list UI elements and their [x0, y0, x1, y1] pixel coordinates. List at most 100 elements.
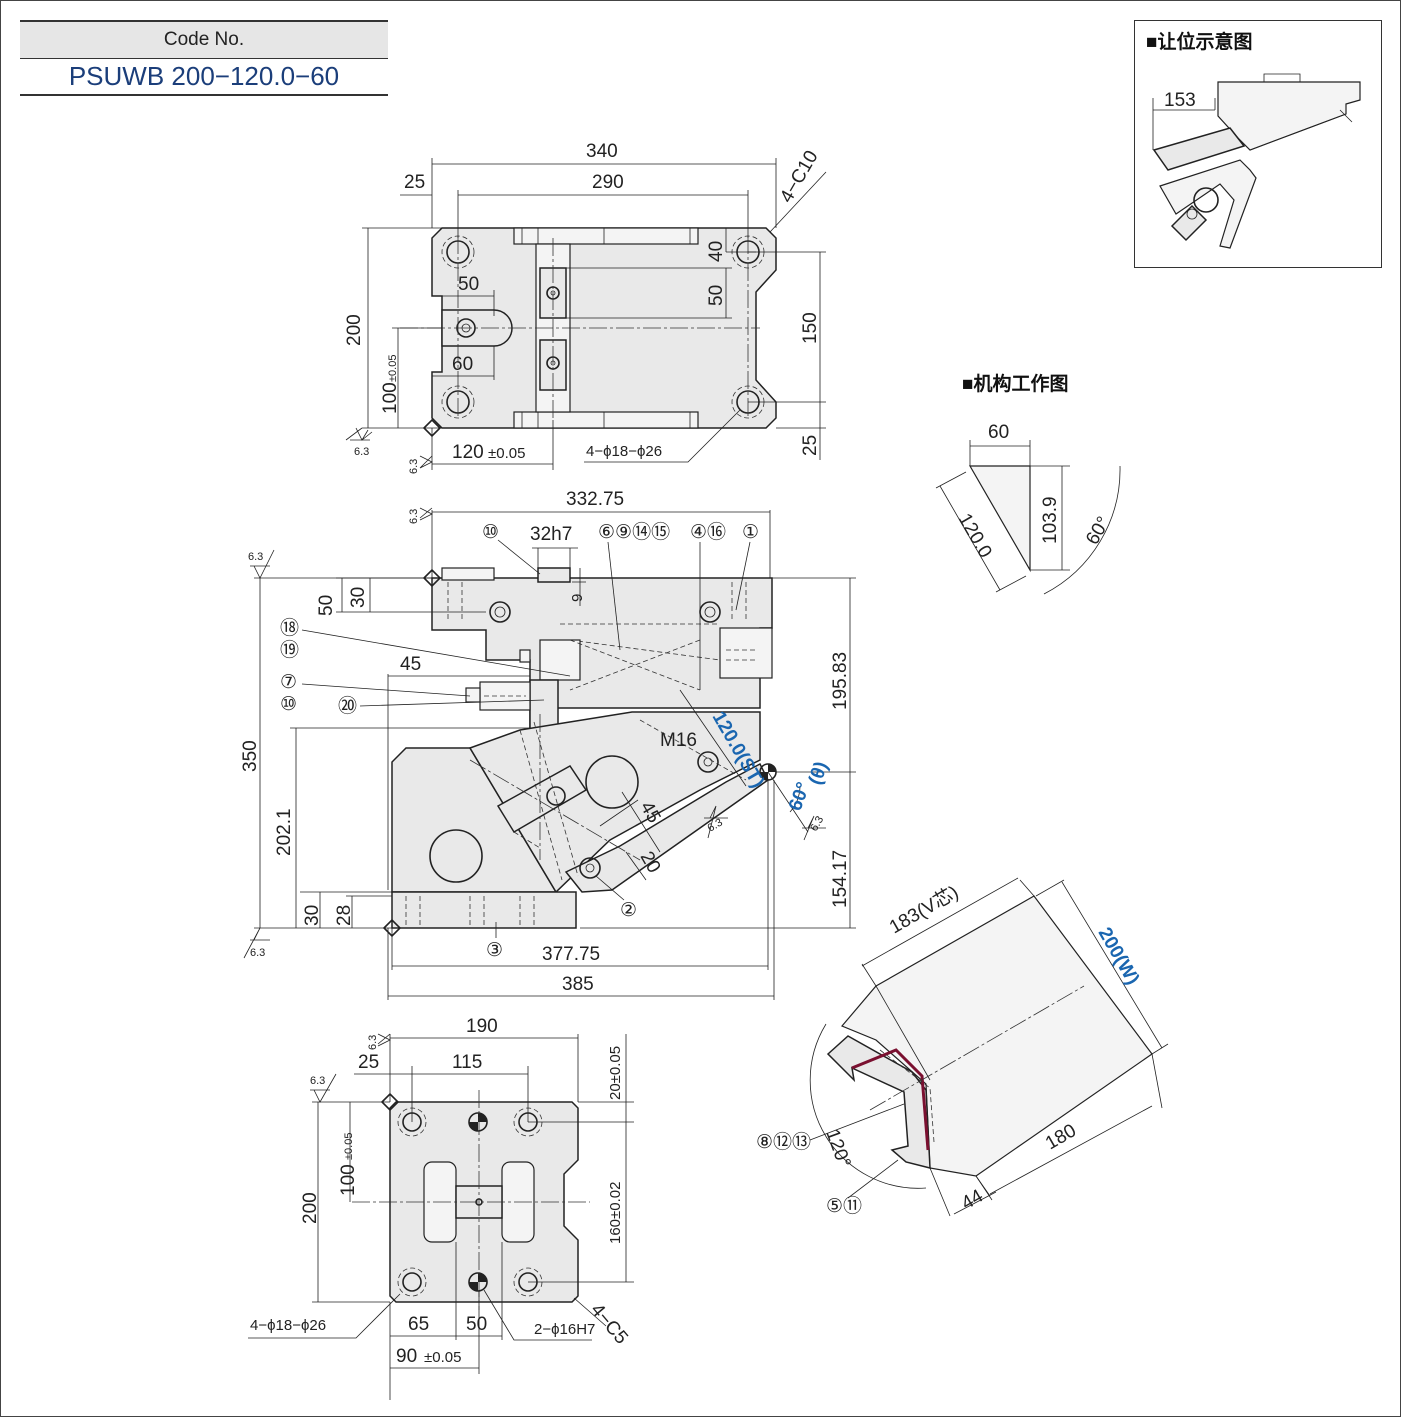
front-cylinder-head — [539, 639, 581, 681]
top-view-rail-bottom — [513, 411, 699, 429]
inset-bore — [1193, 187, 1219, 213]
top-dim-50-vertical: 50 — [706, 285, 727, 306]
front-dim-angle: 60° — [785, 780, 815, 814]
top-view-rail-top — [513, 227, 699, 245]
clearance-inset-drawing: ■让位示意图 153 — [1146, 30, 1361, 249]
inset-block — [1170, 204, 1208, 242]
front-dim-50: 50 — [316, 595, 337, 616]
front-callout-10: ⑩ — [280, 694, 297, 715]
front-rough-a: 6.3 — [408, 509, 420, 524]
front-dim-theta: (θ) — [805, 759, 833, 788]
code-number-header: Code No. — [20, 20, 388, 59]
inset-title: ■让位示意图 — [1146, 30, 1252, 53]
bottom-dim-holes: 4−ϕ18−ϕ26 — [250, 1317, 326, 1334]
top-dim-290: 290 — [592, 172, 624, 193]
bottom-view-pins — [468, 1112, 488, 1292]
iso-callout-8-12-13: ⑧⑫⑬ — [756, 1131, 811, 1153]
front-callout-17: ⑩ — [482, 522, 499, 543]
top-dim-holes: 4−ϕ18−ϕ26 — [586, 443, 662, 460]
front-slide-block — [496, 765, 588, 834]
mechanism-diagram: ■机构工作图 60 120.0 103.9 60° — [935, 372, 1121, 595]
mechanism-dim-103.9: 103.9 — [1040, 496, 1061, 544]
bottom-rough-b: 6.3 — [310, 1075, 325, 1087]
bottom-view: 190 25 115 20±0.05 160±0.02 200 100 ±0.0… — [248, 1016, 634, 1400]
front-callout-20: ⑳ — [338, 695, 357, 717]
inset-lower-body — [1159, 159, 1257, 249]
bottom-dim-200: 200 — [300, 1192, 321, 1224]
mechanism-dim-120: 120.0 — [954, 510, 996, 562]
iso-dim-200w: 200(W) — [1094, 924, 1143, 988]
front-right-block — [719, 627, 773, 679]
front-callout-7: ⑦ — [280, 672, 297, 693]
bottom-dim-90-tol: ±0.05 — [424, 1349, 461, 1366]
iso-dim-120-angle: 120° — [821, 1127, 854, 1171]
front-dim-332.75: 332.75 — [566, 489, 624, 510]
front-dim-28: 28 — [334, 905, 355, 926]
front-dim-154.17: 154.17 — [830, 850, 851, 908]
front-dim-202.1: 202.1 — [274, 808, 295, 856]
front-dim-350: 350 — [240, 740, 261, 772]
top-dim-100-tol: ±0.05 — [387, 355, 399, 382]
top-dim-340: 340 — [586, 141, 618, 162]
top-rough-a: 6.3 — [354, 446, 369, 458]
front-callout-1: ① — [742, 522, 759, 543]
top-dim-120: 120 — [452, 442, 484, 463]
iso-dim-183: 183(V芯) — [886, 881, 963, 938]
top-dim-200: 200 — [344, 314, 365, 346]
mechanism-triangle — [968, 465, 1031, 573]
bottom-dim-115: 115 — [452, 1052, 482, 1073]
bottom-dim-100: 100 — [338, 1164, 359, 1196]
bottom-dim-100-tol: ±0.05 — [343, 1133, 355, 1160]
front-callout-18: ⑱ — [280, 617, 299, 639]
code-number-value: PSUWB 200−120.0−60 — [20, 58, 388, 96]
top-dim-120-tol: ±0.05 — [488, 445, 525, 462]
mechanism-angle: 60° — [1082, 513, 1115, 548]
front-dim-377.75: 377.75 — [542, 944, 600, 965]
top-dim-60: 60 — [452, 354, 473, 375]
front-rough-b: 6.3 — [248, 551, 263, 563]
top-dim-40: 40 — [706, 241, 727, 262]
front-key — [537, 567, 571, 583]
front-callout-2: ② — [620, 900, 637, 921]
bottom-dim-90: 90 — [396, 1346, 417, 1367]
front-dim-30: 30 — [348, 587, 369, 608]
top-view: 340 290 25 4−C10 200 40 50 150 50 60 100… — [344, 141, 827, 474]
front-callout-19: ⑲ — [280, 639, 299, 661]
bottom-rough-a: 6.3 — [367, 1035, 379, 1050]
front-view: 332.75 32h7 9 50 30 45 350 202.1 30 28 1… — [240, 489, 856, 1000]
bottom-dim-20: 20±0.05 — [607, 1046, 624, 1100]
front-callout-6-9-14-15: ⑥⑨⑭⑮ — [598, 521, 670, 543]
iso-v-contact-line — [851, 1048, 930, 1151]
code-number-box: Code No. PSUWB 200−120.0−60 — [20, 20, 388, 96]
front-dim-195.83: 195.83 — [830, 652, 851, 710]
top-dim-100: 100 — [380, 382, 401, 414]
iso-view: 183(V芯) 200(W) 120° 180 44 ⑧⑫⑬ ⑤⑪ — [756, 877, 1169, 1217]
front-rough-c: 6.3 — [250, 947, 265, 959]
front-dim-45-left: 45 — [400, 654, 421, 675]
top-dim-150: 150 — [800, 312, 821, 344]
iso-callout-5-11: ⑤⑪ — [826, 1195, 862, 1217]
front-rough-e: 6.3 — [808, 814, 826, 833]
front-callout-4-16: ④⑯ — [690, 521, 726, 543]
front-lower-bore — [429, 829, 483, 883]
top-rough-b: 6.3 — [408, 459, 420, 474]
inset-dim-153: 153 — [1164, 90, 1196, 111]
front-dim-385: 385 — [562, 974, 594, 995]
front-callout-3: ③ — [486, 940, 503, 961]
top-dim-25: 25 — [404, 172, 425, 193]
bottom-dim-50: 50 — [466, 1314, 487, 1335]
bottom-dim-pins: 2−ϕ16H7 — [534, 1321, 595, 1338]
front-dim-32h7: 32h7 — [530, 524, 572, 545]
top-dim-25-edge: 25 — [800, 435, 821, 456]
bottom-dim-25: 25 — [358, 1052, 379, 1073]
front-dim-9: 9 — [569, 594, 586, 602]
top-dim-50-horizontal: 50 — [458, 274, 479, 295]
mechanism-dim-60: 60 — [988, 422, 1009, 443]
bottom-dim-190: 190 — [466, 1016, 498, 1037]
top-dim-chamfer: 4−C10 — [776, 147, 822, 206]
front-dim-m16: M16 — [660, 730, 697, 751]
inset-slide — [1152, 127, 1246, 171]
mechanism-title: ■机构工作图 — [962, 372, 1068, 395]
front-top-stop — [441, 567, 495, 581]
